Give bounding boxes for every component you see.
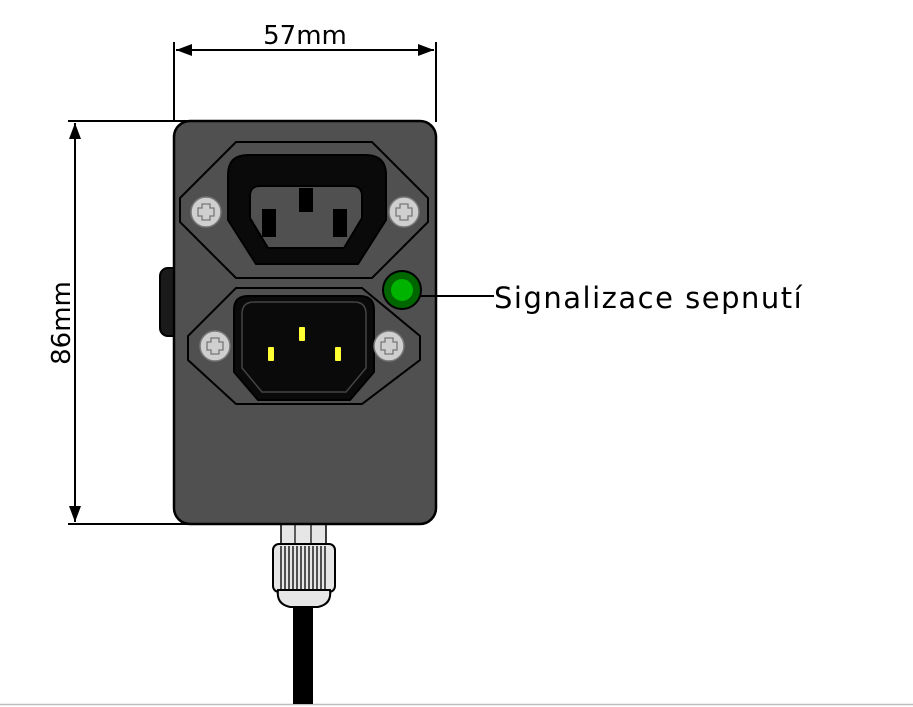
height-arrow-top — [69, 123, 81, 139]
gland-cap — [276, 589, 332, 608]
cable-gland — [272, 523, 336, 704]
callout-label: Signalizace sepnutí — [494, 281, 803, 315]
width-label: 57mm — [263, 21, 347, 51]
bottom-inlet-recess — [241, 301, 367, 393]
cable — [293, 600, 313, 704]
cross-screw-icon — [199, 330, 231, 362]
cross-screw-icon — [190, 196, 222, 228]
width-arrow-left — [176, 44, 192, 56]
width-arrow-right — [418, 44, 434, 56]
top-socket — [179, 141, 429, 279]
height-arrow-bottom — [69, 506, 81, 522]
indicator-led-icon — [382, 270, 422, 310]
cross-screw-icon — [373, 330, 405, 362]
top-socket-hole-center — [299, 188, 313, 212]
bottom-inlet-pin-left — [268, 347, 274, 361]
height-label: 86mm — [47, 281, 77, 365]
top-socket-hole-right — [333, 209, 347, 237]
cross-screw-icon — [388, 196, 420, 228]
height-dimension: 86mm — [47, 120, 196, 525]
top-socket-hole-left — [262, 209, 276, 237]
gland-nut — [272, 543, 336, 593]
gland-ribs — [280, 546, 326, 590]
width-dimension: 57mm — [173, 21, 437, 122]
bottom-inlet-pin-center — [299, 327, 305, 341]
bottom-inlet — [187, 287, 421, 405]
bottom-inlet-pin-right — [335, 347, 341, 361]
